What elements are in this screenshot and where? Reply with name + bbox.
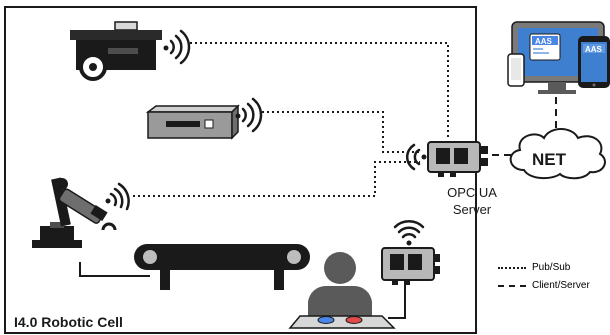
control-panel-icon xyxy=(288,315,396,329)
operator-icon xyxy=(308,252,372,318)
wifi-icon xyxy=(105,182,130,211)
server-label-line2: Server xyxy=(452,202,492,217)
edge-controller-icon xyxy=(381,247,440,285)
server-label: OPC UA Server xyxy=(439,184,505,218)
server-label-line1: OPC UA xyxy=(447,185,497,200)
legend-client-server: Client/Server xyxy=(498,280,590,291)
link-arm-conveyor xyxy=(79,262,150,277)
link-robot-arm xyxy=(133,161,420,197)
net-label: NET xyxy=(532,150,566,169)
mobile-robot-icon xyxy=(70,21,162,81)
legend-pubsub: Pub/Sub xyxy=(498,262,570,273)
industrial-pc-icon xyxy=(145,104,240,140)
conveyor-belt-icon xyxy=(134,244,310,290)
legend-client-server-label: Client/Server xyxy=(532,280,590,291)
opc-ua-server-icon xyxy=(427,141,488,177)
link-pc xyxy=(262,111,420,153)
phone-icon xyxy=(578,36,610,88)
aas-tag-phone: AAS xyxy=(585,45,602,54)
link-controller-panel xyxy=(388,280,406,319)
legend-dashed-line xyxy=(498,284,526,287)
wifi-icon xyxy=(393,220,425,246)
client-server-links xyxy=(492,95,557,156)
aas-tag-tablet: AAS xyxy=(535,37,552,46)
wifi-icon xyxy=(163,29,191,65)
tablet-icon xyxy=(529,33,561,61)
small-phone-icon xyxy=(507,53,525,87)
link-mobile-robot xyxy=(190,42,449,140)
pubsub-links xyxy=(133,42,449,197)
wifi-icon xyxy=(405,143,427,171)
cloud-icon xyxy=(509,128,606,180)
solid-links xyxy=(79,262,406,319)
wifi-icon xyxy=(235,97,263,133)
legend-dotted-line xyxy=(498,266,526,269)
legend-pubsub-label: Pub/Sub xyxy=(532,262,571,273)
cell-title: I4.0 Robotic Cell xyxy=(14,314,123,330)
robot-arm-icon xyxy=(32,177,117,248)
